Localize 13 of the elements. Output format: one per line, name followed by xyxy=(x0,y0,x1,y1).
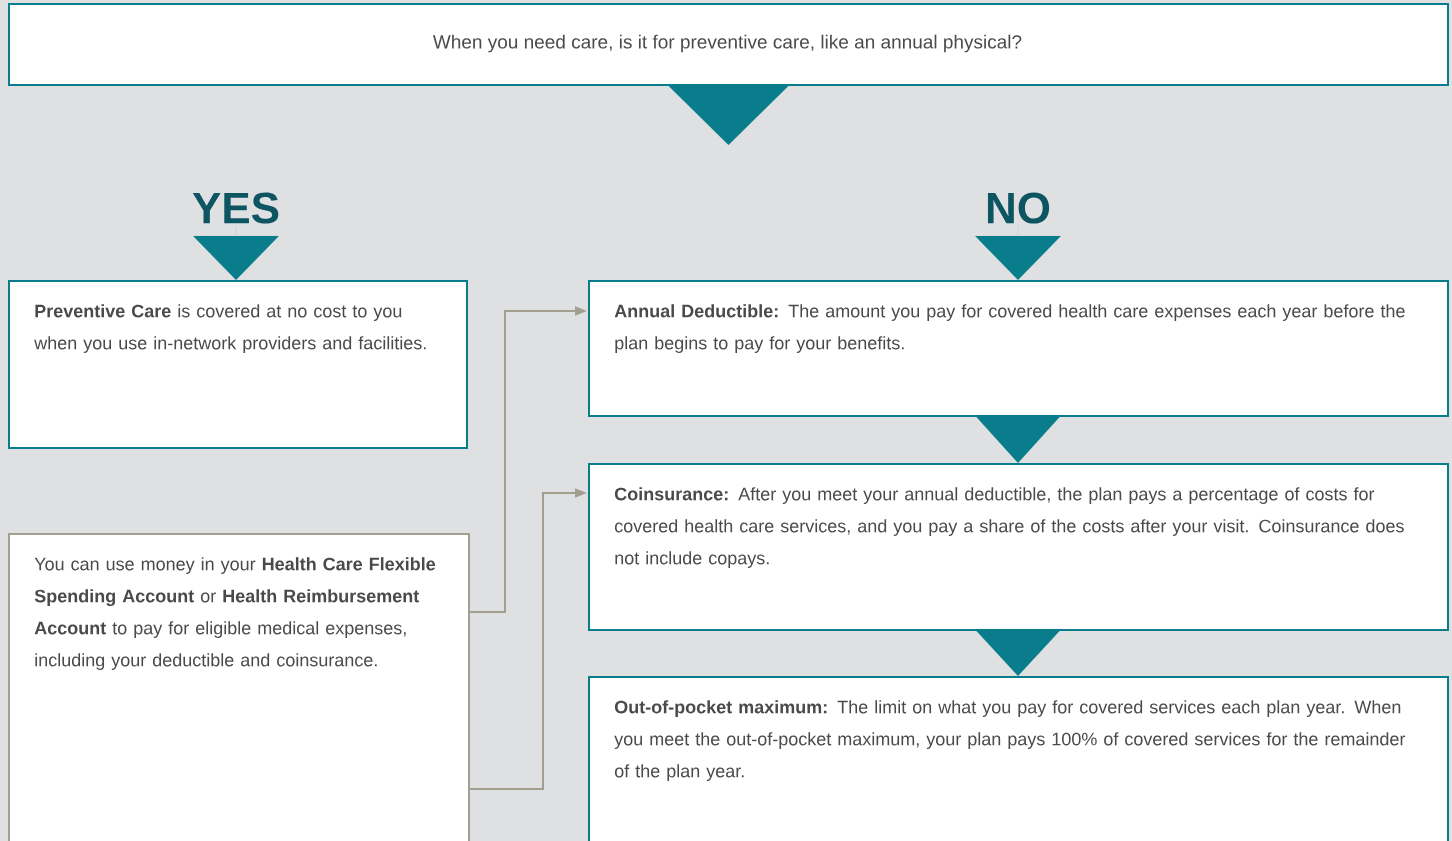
text-box: Out-of-pocket maximum: The limit on what you pay for covered services each plan year. When you meet the out-of-pocket maximum, your plan pays 100% of covered services for the remainder of the plan year. xyxy=(588,676,1449,841)
chevron-arrow xyxy=(668,85,789,145)
answer-label: NO xyxy=(987,192,1050,224)
answer-label: YES xyxy=(192,192,279,224)
text-box: You can use money in your Health Care Flexible Spending Account or Health Reimbursement Account to pay for eligible medical expenses, including your deductible and coinsurance. xyxy=(8,533,470,841)
chevron-arrow xyxy=(974,628,1062,676)
chevron-arrow xyxy=(193,225,279,280)
chevron-arrow xyxy=(974,414,1062,463)
text-box: Preventive Care is covered at no cost to you when you use in-network providers and facilities. xyxy=(8,280,468,449)
text-box: Annual Deductible: The amount you pay for covered health care expenses each year before the plan begins to pay for your benefits. xyxy=(588,280,1449,417)
text-box: When you need care, is it for preventive care, like an annual physical? xyxy=(8,3,1449,86)
text-box: Coinsurance: After you meet your annual deductible, the plan pays a percentage of costs for covered health care services, and you pay a share of the costs after your visit. Coinsurance does not include copays. xyxy=(588,463,1449,631)
chevron-arrow xyxy=(975,225,1061,280)
